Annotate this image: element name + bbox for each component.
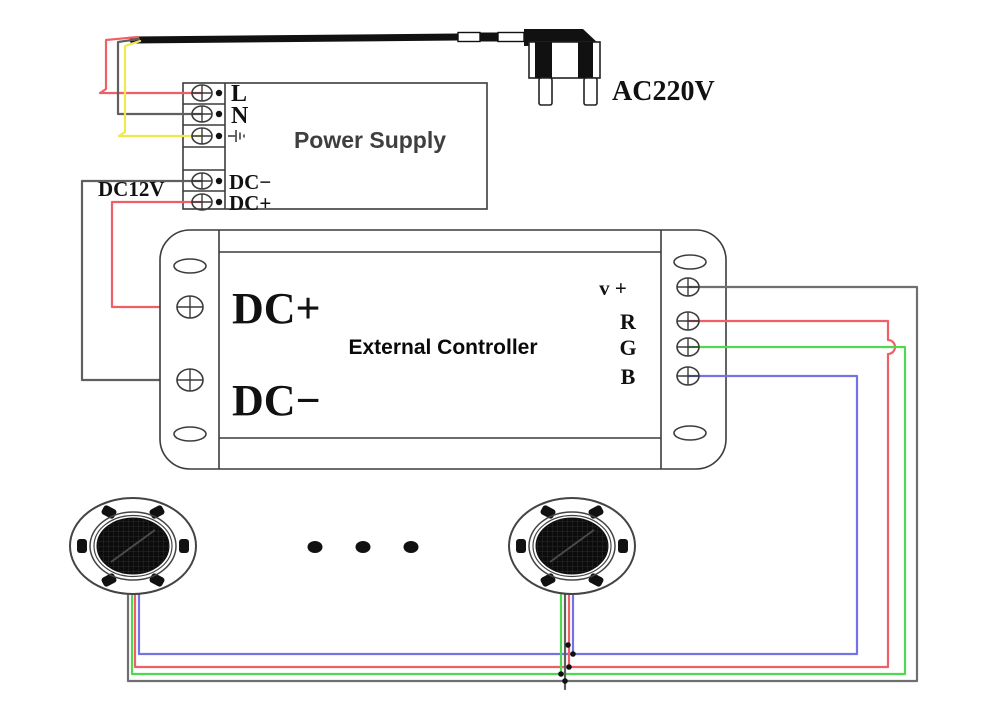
junction-dot	[558, 671, 564, 677]
terminal-label-dc-plus: DC+	[229, 191, 271, 215]
terminal-screw-icon	[191, 127, 213, 145]
power-supply: Power Supply	[182, 82, 488, 210]
ellipsis-dot	[403, 541, 419, 553]
terminal-dot	[215, 177, 223, 185]
power-supply-terminals: L N DC− DC+	[191, 81, 271, 215]
power-supply-box	[182, 82, 488, 210]
vplus-label: v +	[599, 276, 627, 300]
external-controller: DC+ DC− External Controller v + R G B	[159, 229, 727, 470]
terminal-dot	[215, 198, 223, 206]
terminal-screw-icon	[191, 105, 213, 123]
ellipsis-dot	[355, 541, 371, 553]
blue-bus-wire	[137, 374, 859, 656]
controller-body	[159, 229, 727, 470]
mounting-slot	[673, 254, 707, 270]
screw-terminal-icon	[676, 366, 700, 386]
plug-body-bar	[578, 42, 593, 78]
mains-wires	[98, 35, 204, 138]
plug-prong	[538, 77, 553, 106]
dc-plus-wire	[110, 200, 204, 309]
terminal-label-L: L	[231, 81, 247, 107]
led-light-2	[508, 497, 636, 595]
ac-power-cord	[129, 31, 525, 44]
dc12v-label: DC12V	[98, 177, 165, 201]
rgb-bus-wires	[126, 285, 919, 691]
screw-terminal-icon	[676, 337, 700, 357]
ellipsis-dots	[307, 541, 419, 553]
cord-segment	[497, 31, 525, 43]
mounting-slot	[173, 426, 207, 442]
led-light-1	[69, 497, 197, 595]
live-wire	[98, 35, 204, 95]
cord-segment	[480, 32, 498, 42]
dc-output-wires	[80, 179, 204, 382]
terminal-screw-icon	[191, 84, 213, 102]
screw-terminal-icon	[176, 368, 204, 392]
junction-dot	[570, 651, 576, 657]
b-channel-label: B	[621, 364, 636, 389]
r-channel-label: R	[620, 309, 637, 334]
cord-segment	[457, 31, 481, 43]
g-channel-label: G	[619, 335, 636, 360]
terminal-label-N: N	[231, 103, 249, 129]
screw-terminal-icon	[176, 295, 204, 319]
power-supply-title: Power Supply	[294, 127, 446, 153]
ac-plug	[524, 29, 601, 106]
mounting-slot	[173, 258, 207, 274]
green-bus-wire	[130, 345, 907, 676]
ac-voltage-label: AC220V	[612, 76, 715, 107]
ellipsis-dot	[307, 541, 323, 553]
terminal-label-dc-minus: DC−	[229, 170, 271, 194]
terminal-screw-icon	[191, 172, 213, 190]
screw-terminal-icon	[676, 277, 700, 297]
vplus-bus-wire	[126, 285, 919, 683]
neutral-wire	[116, 37, 204, 116]
controller-dc-plus-label: DC+	[232, 284, 321, 333]
terminal-dot	[215, 110, 223, 118]
controller-title: External Controller	[348, 336, 537, 359]
junction-dot	[562, 678, 568, 684]
controller-dc-minus-label: DC−	[232, 376, 321, 425]
ground-symbol	[228, 130, 245, 142]
dc-minus-wire	[80, 179, 204, 382]
ground-wire	[117, 39, 204, 138]
terminal-dot	[215, 89, 223, 97]
terminal-dot	[215, 132, 223, 140]
junction-dot	[566, 664, 572, 670]
junction-dot	[565, 642, 571, 648]
mounting-slot	[673, 425, 707, 441]
plug-body-bar	[535, 42, 552, 78]
terminal-screw-icon	[191, 193, 213, 211]
screw-terminal-icon	[676, 311, 700, 331]
plug-prong	[583, 77, 598, 106]
